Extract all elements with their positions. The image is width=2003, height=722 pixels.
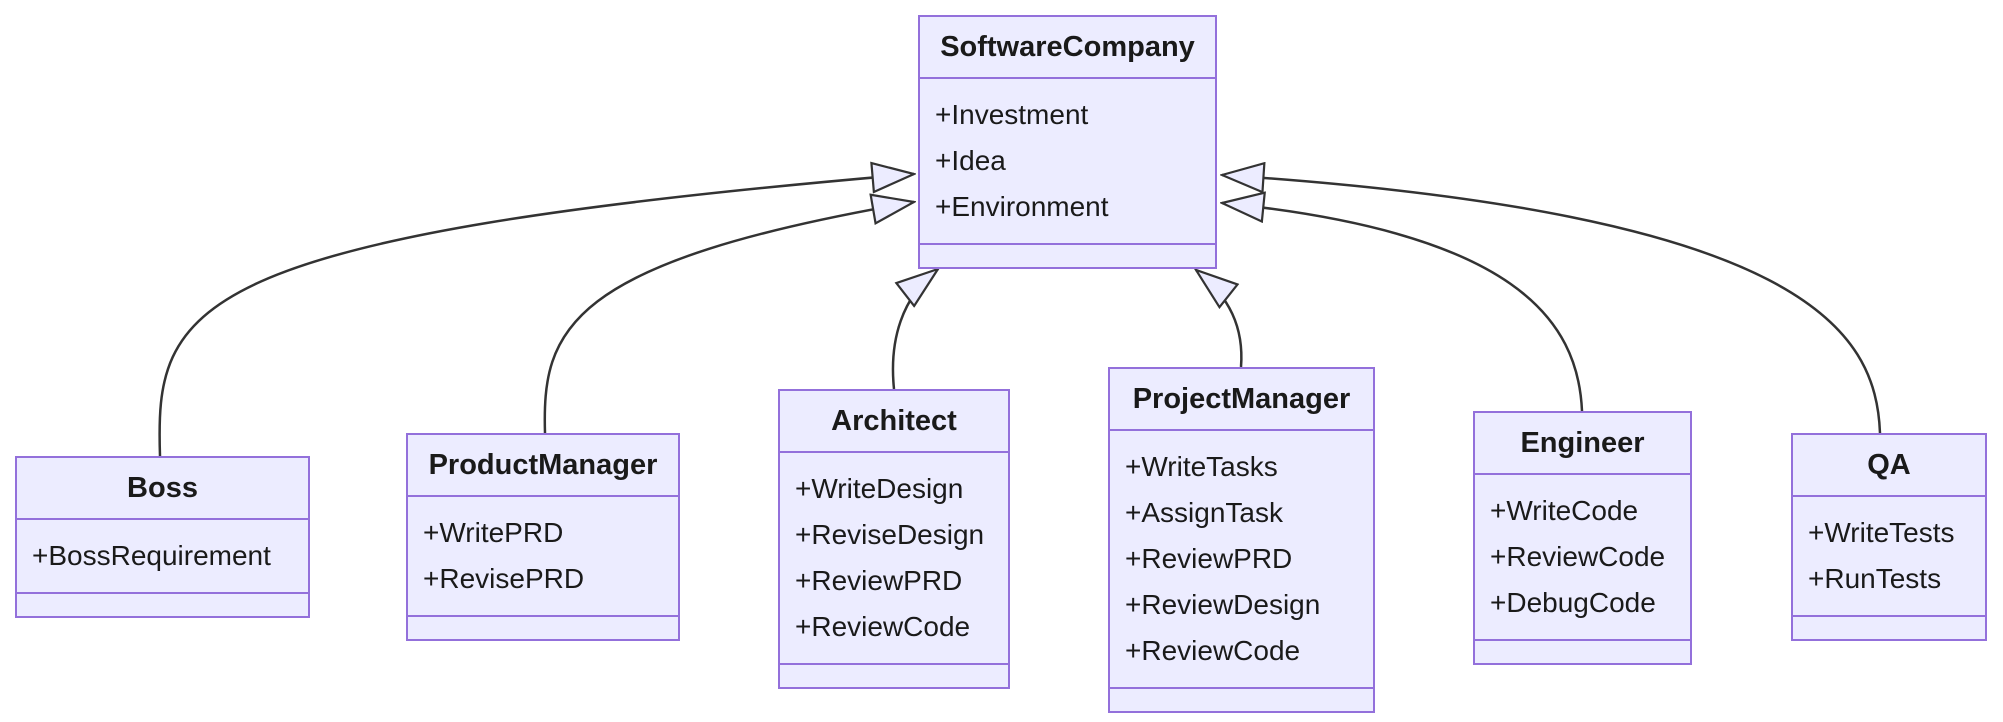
class-attribute: +WriteTasks <box>1125 451 1278 482</box>
class-title: Boss <box>127 472 198 504</box>
class-attribute: +ReviewPRD <box>1125 543 1293 574</box>
inheritance-edge-qa-to-softwarecompany <box>1222 175 1882 434</box>
inheritance-edge-engineer-to-softwarecompany <box>1222 203 1584 412</box>
class-node-boss: Boss +BossRequirement <box>15 456 310 618</box>
class-attribute: +ReviewCode <box>1125 635 1301 666</box>
inheritance-edge-architect-to-softwarecompany <box>891 269 938 390</box>
class-attribute: +RevisePRD <box>423 563 585 594</box>
inheritance-edge-boss-to-softwarecompany <box>158 174 914 457</box>
class-title: ProductManager <box>428 449 658 481</box>
inheritance-edge-productmanager-to-softwarecompany <box>543 202 914 434</box>
class-node-engineer: Engineer +WriteCode +ReviewCode +DebugCode <box>1473 411 1692 665</box>
class-attribute: +RunTests <box>1808 563 1942 594</box>
class-attribute: +WriteDesign <box>795 473 964 504</box>
class-attribute: +ReviewCode <box>1490 541 1666 572</box>
class-attribute: +ReviewPRD <box>795 565 963 596</box>
class-attribute: +BossRequirement <box>32 540 271 571</box>
class-title: Engineer <box>1520 427 1645 459</box>
class-attribute: +WritePRD <box>423 517 564 548</box>
class-node-architect: Architect +WriteDesign +ReviseDesign +Revi… <box>778 389 1010 689</box>
class-attribute: +DebugCode <box>1490 587 1656 618</box>
class-node-software-company: SoftwareCompany +Investment +Idea +Environ… <box>918 15 1217 269</box>
class-attribute: +ReviewCode <box>795 611 971 642</box>
class-attribute: +AssignTask <box>1125 497 1283 528</box>
class-methods-empty <box>920 243 1215 267</box>
class-methods-empty <box>1475 639 1690 663</box>
class-attribute: +Environment <box>935 191 1109 222</box>
class-methods-empty <box>1793 615 1985 639</box>
class-methods-empty <box>780 663 1008 687</box>
class-title: ProjectManager <box>1132 383 1351 415</box>
class-attributes: +WritePRD +RevisePRD <box>408 495 678 615</box>
class-attribute: +WriteTests <box>1808 517 1955 548</box>
class-node-qa: QA +WriteTests +RunTests <box>1791 433 1987 641</box>
class-attribute: +WriteCode <box>1490 495 1639 526</box>
class-methods-empty <box>408 615 678 639</box>
class-attributes: +WriteTests +RunTests <box>1793 495 1985 615</box>
class-methods-empty <box>1110 687 1373 711</box>
class-attributes: +Investment +Idea +Environment <box>920 77 1215 243</box>
class-title: Architect <box>831 405 957 437</box>
class-attributes: +WriteCode +ReviewCode +DebugCode <box>1475 473 1690 639</box>
class-node-product-manager: ProductManager +WritePRD +RevisePRD <box>406 433 680 641</box>
class-attribute: +Investment <box>935 99 1089 130</box>
class-attributes: +BossRequirement <box>17 518 308 592</box>
class-attributes: +WriteTasks +AssignTask +ReviewPRD +ReviewD… <box>1110 429 1373 687</box>
class-title: QA <box>1867 449 1911 481</box>
class-attributes: +WriteDesign +ReviseDesign +ReviewPRD +Revi… <box>780 451 1008 663</box>
class-node-project-manager: ProjectManager +WriteTasks +AssignTask +Re… <box>1108 367 1375 713</box>
inheritance-edge-projectmanager-to-softwarecompany <box>1196 270 1243 368</box>
class-attribute: +ReviseDesign <box>795 519 985 550</box>
class-attribute: +Idea <box>935 145 1006 176</box>
class-attribute: +ReviewDesign <box>1125 589 1321 620</box>
class-title: SoftwareCompany <box>940 31 1195 63</box>
class-methods-empty <box>17 592 308 616</box>
